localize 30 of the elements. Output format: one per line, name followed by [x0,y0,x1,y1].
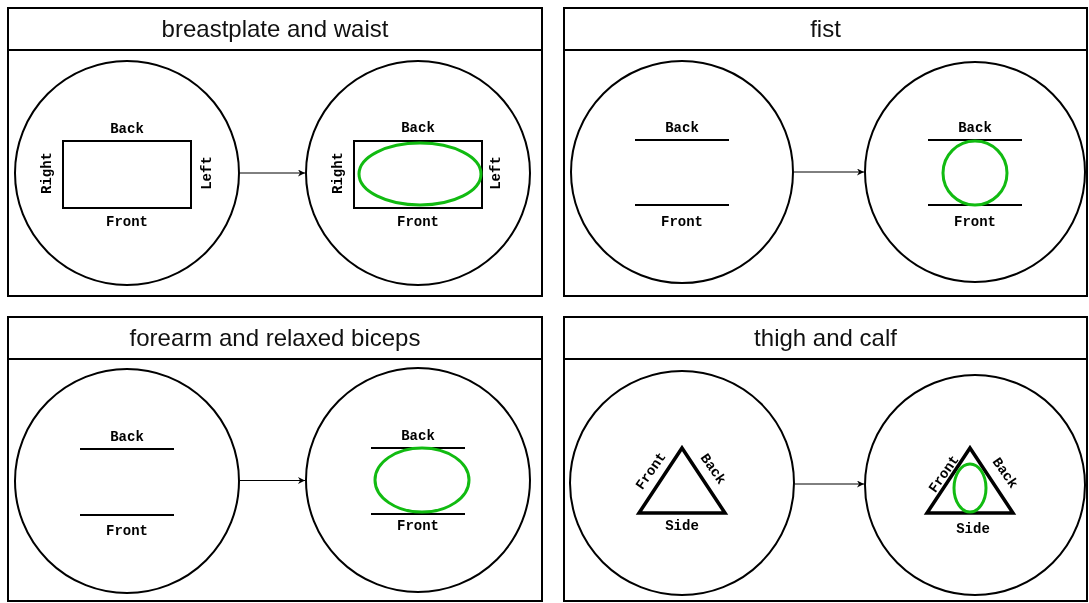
side-label: Left [200,156,214,190]
side-label: Front [661,215,703,229]
side-label: Side [956,522,990,536]
side-label: Front [397,519,439,533]
panel [7,316,543,602]
side-label: Front [106,524,148,538]
arrow [239,477,306,484]
arrow [794,480,865,488]
panel-title: forearm and relaxed biceps [9,318,541,360]
arrow [239,169,306,177]
side-label: Back [110,122,144,136]
side-label: Back [401,121,435,135]
side-label: Side [665,519,699,533]
side-label: Back [401,429,435,443]
side-label: Right [331,152,345,194]
arrow [793,168,865,176]
side-label: Back [110,430,144,444]
side-label: Front [397,215,439,229]
side-label: Left [489,156,503,190]
panel-title: breastplate and waist [9,9,541,51]
panel [563,7,1088,297]
panel [563,316,1088,602]
side-label: Back [665,121,699,135]
side-label: Back [958,121,992,135]
panel-title: thigh and calf [565,318,1086,360]
side-label: Front [954,215,996,229]
side-label: Right [40,152,54,194]
side-label: Front [106,215,148,229]
panel [7,7,543,297]
panel-title: fist [565,9,1086,51]
